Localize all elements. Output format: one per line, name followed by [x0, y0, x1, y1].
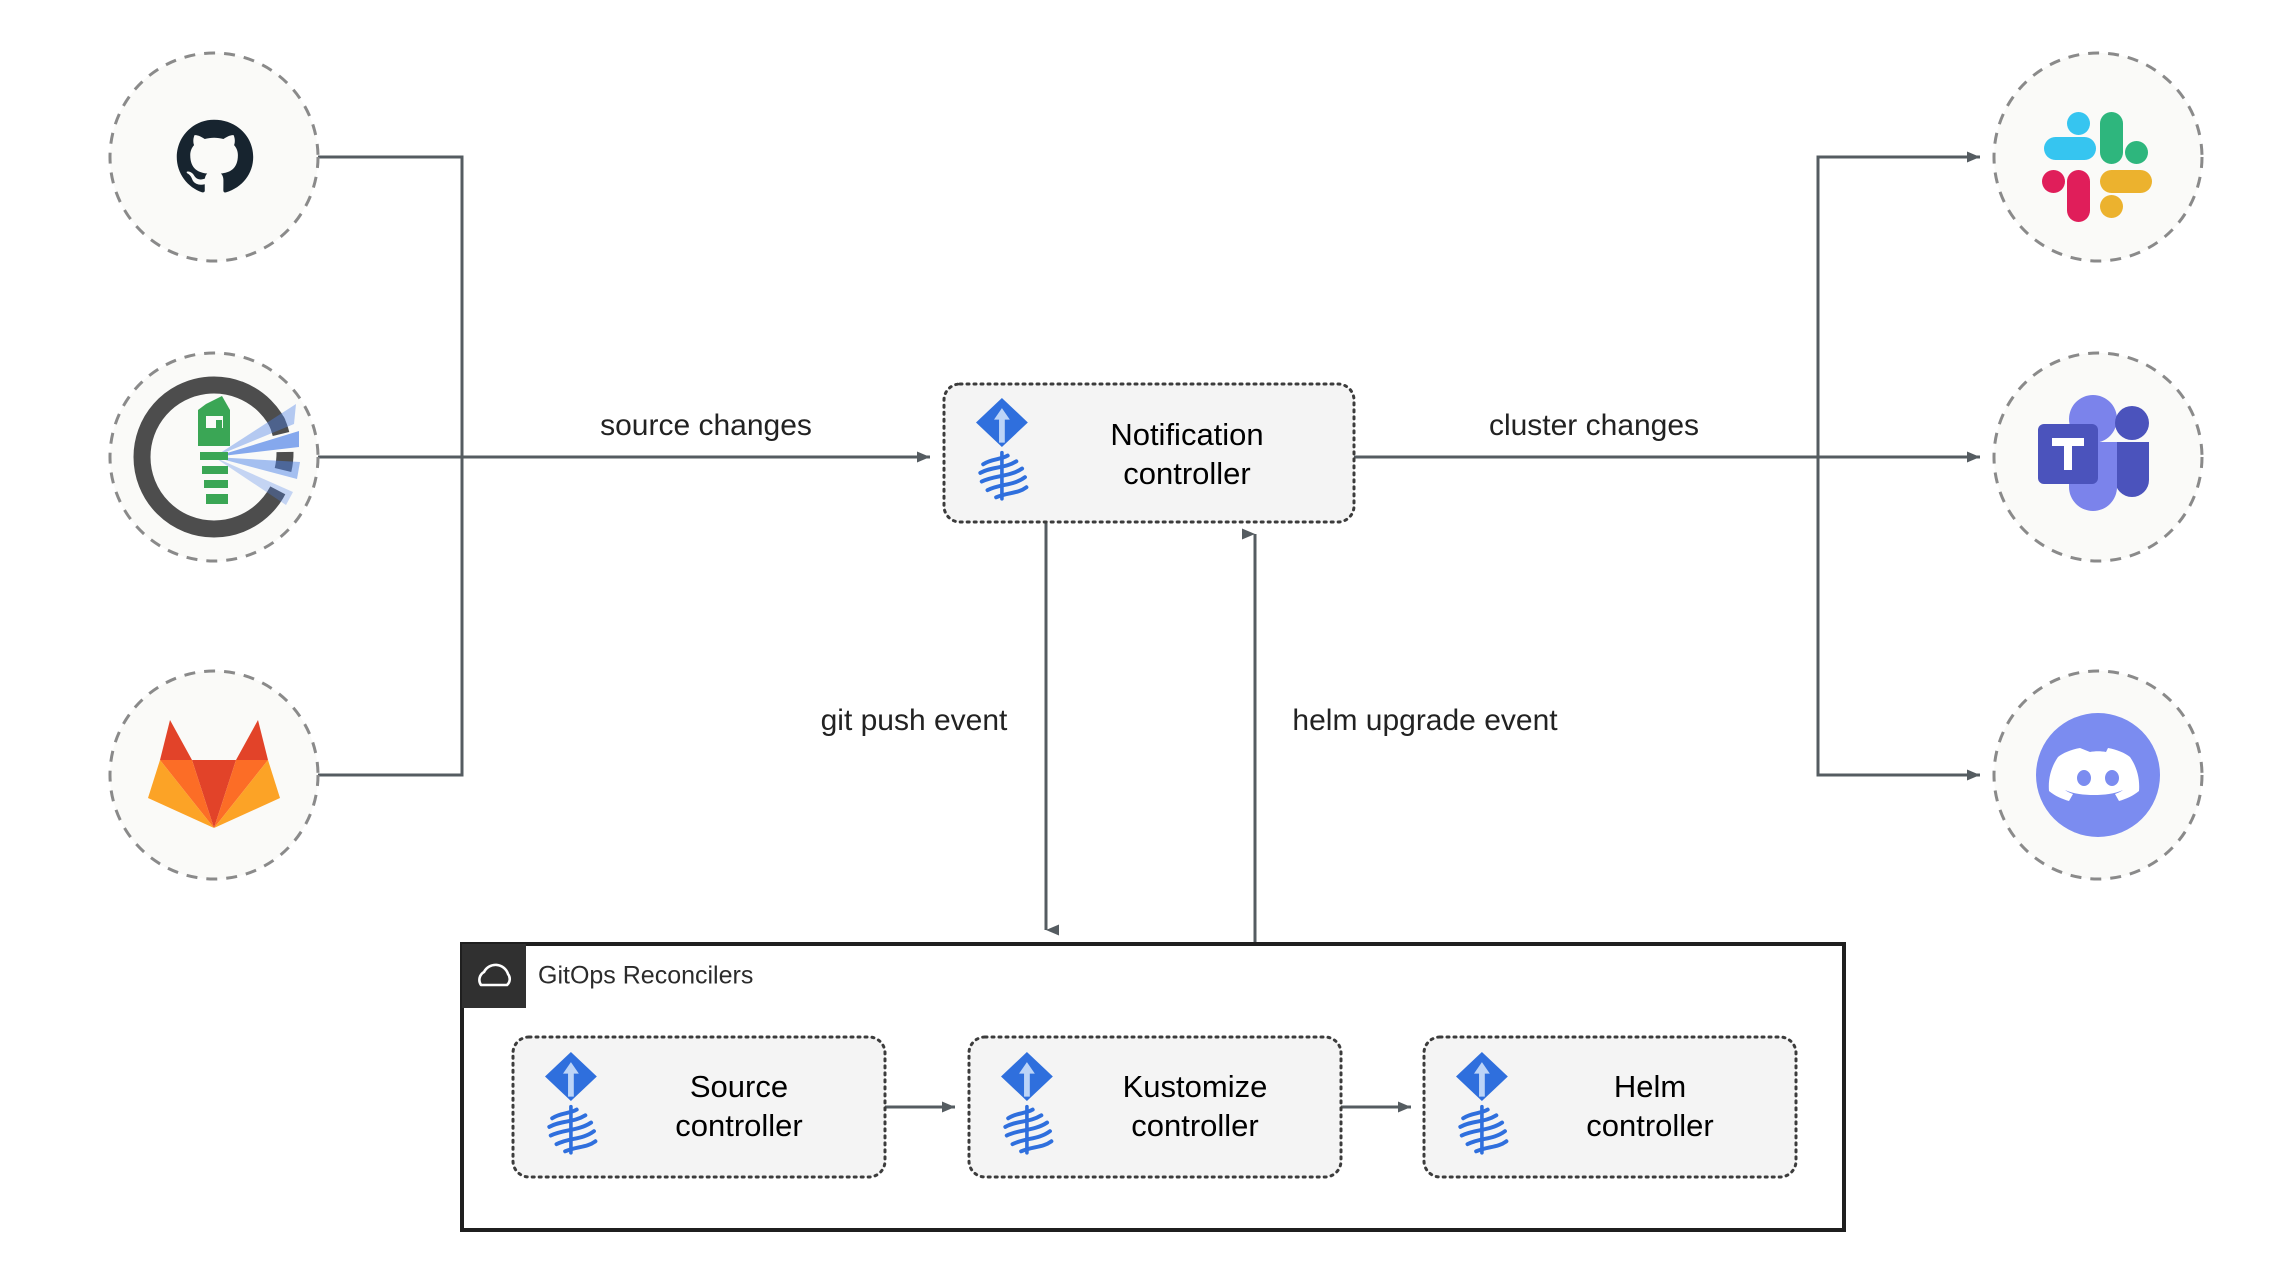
helm-controller-box [1422, 1035, 1798, 1179]
destination-node-slack[interactable] [1992, 51, 2204, 263]
gitops-group-badge [462, 944, 526, 1008]
source-node-flux[interactable] [108, 351, 320, 563]
connector-github [318, 155, 464, 457]
helm-controller-label-line2: controller [1586, 1108, 1714, 1143]
slack-icon [2042, 112, 2152, 222]
gitops-reconcilers-group[interactable]: GitOps Reconcilers Source controller Kus… [460, 942, 1846, 1232]
source-controller-box [511, 1035, 887, 1179]
flux-lighthouse-icon [133, 376, 312, 538]
source-controller-label-line1: Source [690, 1069, 788, 1104]
source-controller-node[interactable]: Source controller [511, 1035, 887, 1179]
gitlab-icon [148, 720, 280, 828]
gitops-group-title: GitOps Reconcilers [538, 962, 753, 990]
notification-controller-label-line1: Notification [1110, 417, 1263, 452]
destination-node-teams[interactable] [1992, 351, 2204, 563]
github-icon [176, 119, 254, 193]
source-node-github[interactable] [108, 51, 320, 263]
source-connectors [318, 155, 930, 777]
event-connectors [1044, 522, 1257, 944]
edge-label-source-changes: source changes [600, 409, 812, 442]
edge-label-helm-upgrade-event: helm upgrade event [1292, 704, 1558, 737]
edge-label-cluster-changes: cluster changes [1489, 409, 1699, 442]
kustomize-controller-node[interactable]: Kustomize controller [967, 1035, 1343, 1179]
github-node-circle [108, 51, 320, 263]
discord-icon [2036, 713, 2160, 837]
connector-slack [1816, 151, 1980, 457]
source-controller-label-line2: controller [675, 1108, 803, 1143]
cloud-icon [478, 963, 512, 987]
helm-controller-node[interactable]: Helm controller [1422, 1035, 1798, 1179]
notification-controller-label-line2: controller [1123, 456, 1251, 491]
kustomize-controller-label-line2: controller [1131, 1108, 1259, 1143]
notification-controller-box [942, 382, 1356, 524]
kustomize-controller-box [967, 1035, 1343, 1179]
destination-node-discord[interactable] [1992, 669, 2204, 881]
connector-discord [1816, 457, 1980, 781]
microsoft-teams-icon [2038, 395, 2149, 511]
slack-node-circle [1992, 51, 2204, 263]
kustomize-controller-label-line1: Kustomize [1123, 1069, 1268, 1104]
edge-label-git-push-event: git push event [821, 704, 1008, 737]
destination-connectors [1354, 151, 1980, 781]
helm-controller-label-line1: Helm [1614, 1069, 1686, 1104]
notification-controller-node[interactable]: Notification controller [942, 382, 1356, 524]
source-node-gitlab[interactable] [108, 669, 320, 881]
connector-gitlab [318, 457, 464, 777]
